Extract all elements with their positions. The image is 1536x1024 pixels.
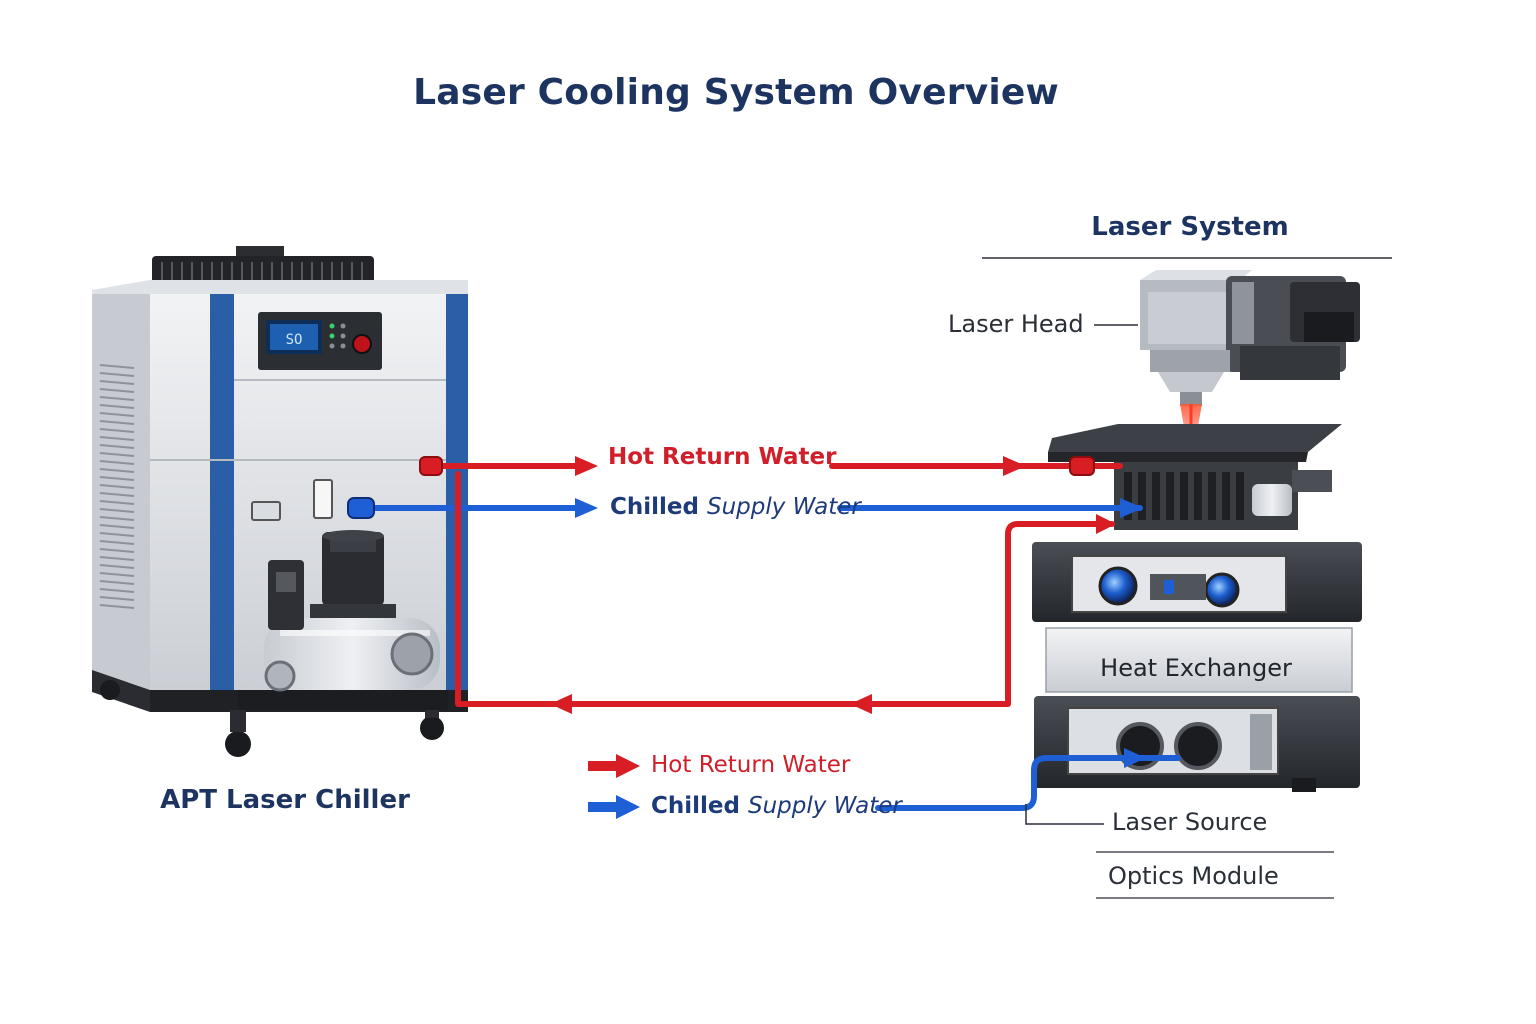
supply-water-text: Supply Water bbox=[706, 494, 861, 520]
hot-return-loop bbox=[455, 471, 1115, 707]
heat-exchanger-label: Heat Exchanger bbox=[1100, 654, 1292, 682]
hot-arrow-head bbox=[850, 694, 872, 714]
chiller-label: APT Laser Chiller bbox=[160, 785, 410, 815]
hot-arrow-head bbox=[1096, 514, 1116, 534]
chilled-arrow-head bbox=[1120, 498, 1143, 518]
hot-arrow-head bbox=[1003, 456, 1026, 476]
page-title: Laser Cooling System Overview bbox=[413, 72, 1059, 113]
chilled-supply-lower bbox=[875, 755, 1181, 811]
hot-pipe-fitting bbox=[419, 456, 443, 476]
legend-hot-arrow bbox=[588, 754, 640, 778]
legend-supply-water-text: Supply Water bbox=[747, 793, 902, 819]
lens-icon bbox=[1204, 572, 1240, 608]
chilled-supply-flow-label: Chilled Supply Water bbox=[610, 494, 861, 520]
legend-chilled-bold-text: Chilled bbox=[651, 793, 740, 819]
control-panel-icon: SO bbox=[258, 312, 382, 370]
chilled-pipe-fitting bbox=[347, 497, 375, 519]
cooling-block bbox=[1114, 462, 1332, 530]
legend-chilled-arrow bbox=[588, 795, 640, 819]
legend-chilled-label: Chilled Supply Water bbox=[651, 793, 902, 819]
laser-source-leader bbox=[1025, 804, 1104, 825]
laser-head bbox=[1140, 270, 1360, 406]
hot-arrow-head bbox=[575, 456, 598, 476]
chilled-arrow-head bbox=[575, 498, 598, 518]
hot-return-flow-label: Hot Return Water bbox=[608, 444, 837, 470]
lens-icon bbox=[1098, 566, 1138, 606]
pump-icon bbox=[238, 530, 448, 710]
chilled-bold-text: Chilled bbox=[610, 494, 699, 520]
optics-module-label: Optics Module bbox=[1108, 862, 1279, 890]
control-display-text: SO bbox=[286, 332, 303, 348]
optics-box bbox=[1032, 542, 1362, 622]
legend-hot-label: Hot Return Water bbox=[651, 752, 851, 778]
chiller-unit: SO bbox=[92, 246, 468, 757]
laser-source-box bbox=[1034, 696, 1360, 792]
laser-head-label: Laser Head bbox=[948, 310, 1084, 338]
laser-system-heading: Laser System bbox=[1091, 212, 1289, 242]
hot-arrow-head bbox=[550, 694, 572, 714]
chilled-arrow-head bbox=[1124, 748, 1146, 768]
laser-source-label: Laser Source bbox=[1112, 808, 1268, 836]
heat-exchanger: Heat Exchanger bbox=[1045, 627, 1353, 693]
hot-pipe-fitting bbox=[1069, 456, 1095, 476]
